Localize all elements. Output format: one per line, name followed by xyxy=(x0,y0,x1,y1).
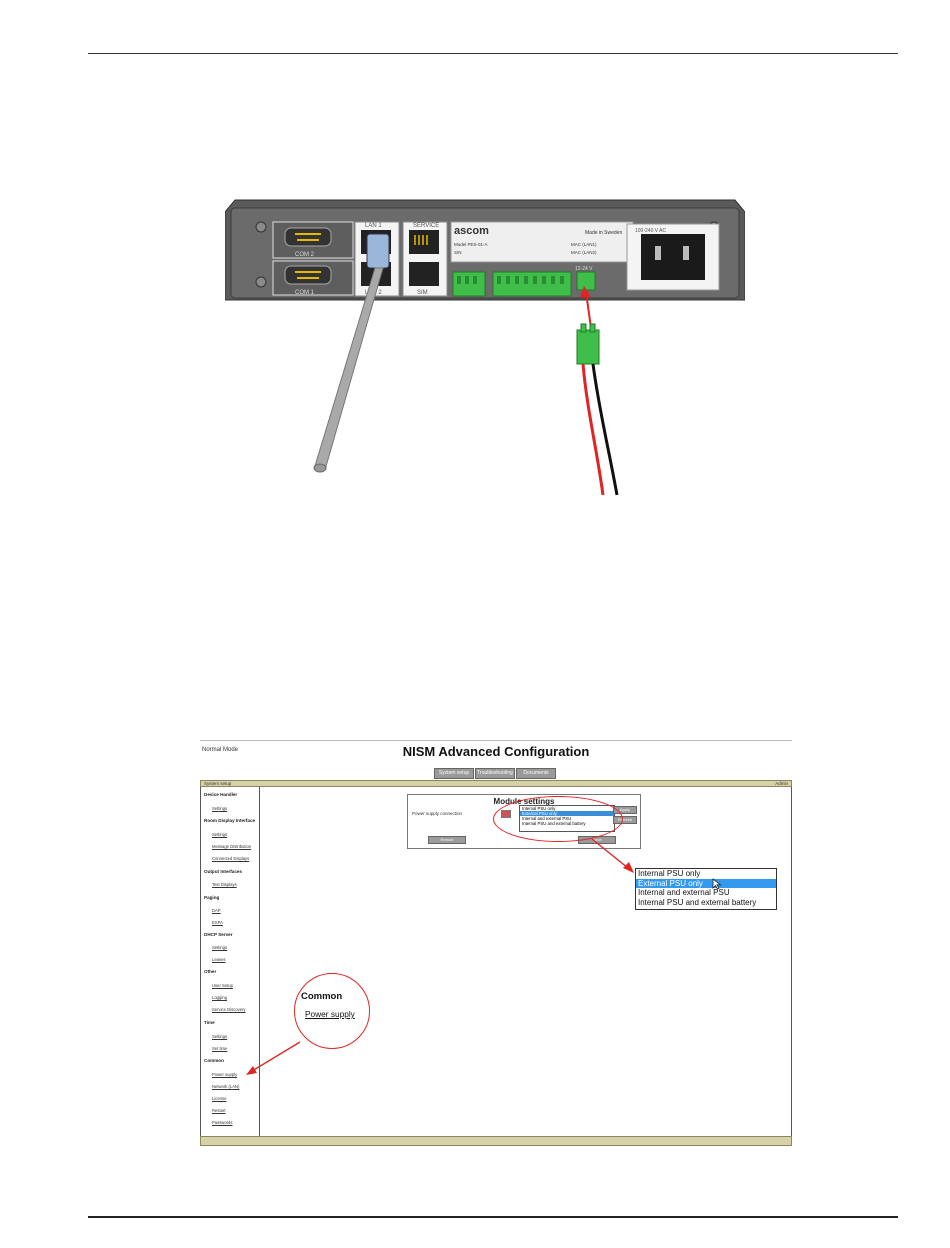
serial-line: S/N xyxy=(454,250,462,255)
power-supply-dropdown-zoom[interactable]: Internal PSU only External PSU only Inte… xyxy=(635,868,777,910)
port-label-lan1: LAN 1 xyxy=(365,223,382,229)
section-bar: System setup Admin xyxy=(200,780,792,787)
mouse-cursor-icon xyxy=(712,878,722,890)
port-label-service: SERVICE xyxy=(413,223,439,229)
sidebar-link-restart[interactable]: Restart xyxy=(212,1108,226,1113)
sidebar-link-service-discovery[interactable]: Service Discovery xyxy=(212,1007,246,1012)
sidebar-heading-other: Other xyxy=(204,969,217,974)
sidebar-link-leases[interactable]: Leases xyxy=(212,957,226,962)
model-line: Model PES-01-A xyxy=(454,242,488,247)
port-label-com2: COM 2 xyxy=(295,252,315,258)
sidebar-link-logging[interactable]: Logging xyxy=(212,995,227,1000)
documents-button[interactable]: Documents xyxy=(516,768,556,779)
sidebar-link-espa[interactable]: ESPA xyxy=(212,920,223,925)
port-label-com1: COM 1 xyxy=(295,290,315,296)
common-zoom-callout: Common Power supply xyxy=(294,973,370,1049)
footer-rule xyxy=(88,1216,898,1218)
system-setup-button[interactable]: System setup xyxy=(434,768,474,779)
reboot-button[interactable]: Reboot xyxy=(428,836,466,844)
sidebar-heading-output-interfaces: Output Interfaces xyxy=(204,869,243,874)
zoom-option-internal[interactable]: Internal PSU only xyxy=(638,869,701,878)
sidebar-link-dhcp-settings[interactable]: Settings xyxy=(212,945,228,950)
zoom-common-heading: Common xyxy=(301,991,343,1002)
sidebar-link-power-supply[interactable]: Power supply xyxy=(212,1072,238,1077)
screenshot-footer-bar xyxy=(200,1136,792,1146)
troubleshooting-button[interactable]: Troubleshooting xyxy=(475,768,515,779)
mac2-line: MAC (LAN2) xyxy=(571,250,597,255)
power-supply-connection-label: Power supply connection xyxy=(412,811,463,816)
sidebar-heading-common: Common xyxy=(204,1058,224,1063)
sidebar-heading-device-handler: Device Handler xyxy=(204,792,238,797)
ac-input-label: 100-240 V AC xyxy=(635,228,667,234)
sidebar-link-license[interactable]: License xyxy=(212,1096,227,1101)
header-rule xyxy=(88,53,898,54)
port-label-sim: SIM xyxy=(417,290,428,296)
sidebar-nav: Device Handler Settings Room Display Int… xyxy=(200,787,260,1136)
mac1-line: MAC (LAN1) xyxy=(571,242,597,247)
device-rear-panel-illustration: COM 2 COM 1 LAN 1 LAN 2 SERVICE SIM asco… xyxy=(225,199,745,496)
sidebar-link-dap[interactable]: DAP xyxy=(212,908,221,913)
main-content-area xyxy=(260,787,792,1136)
made-in-label: Made in Sweden xyxy=(585,230,622,236)
nism-config-screenshot: Normal Mode NISM Advanced Configuration … xyxy=(200,740,792,1147)
sidebar-heading-time: Time xyxy=(204,1020,215,1025)
options-highlight-ellipse xyxy=(493,796,623,842)
mode-label: Normal Mode xyxy=(202,747,239,753)
sidebar-link-message-distribution[interactable]: Message Distribution xyxy=(212,844,252,849)
sidebar-link-dh-settings[interactable]: Settings xyxy=(212,806,228,811)
sidebar-heading-paging: Paging xyxy=(204,895,220,900)
sidebar-link-time-settings[interactable]: Settings xyxy=(212,1034,228,1039)
section-bar-user: Admin xyxy=(775,781,788,786)
brand-logo-text: ascom xyxy=(454,225,489,237)
sidebar-link-set-time[interactable]: Set time xyxy=(212,1046,228,1051)
sidebar-link-connected-displays[interactable]: Connected Displays xyxy=(212,856,250,861)
sidebar-link-user-setup[interactable]: User Setup xyxy=(212,983,233,988)
sidebar-link-passwords[interactable]: Passwords xyxy=(212,1120,233,1125)
callout-arrows xyxy=(246,838,634,1075)
section-bar-label: System setup xyxy=(204,781,232,786)
sidebar-link-rd-settings[interactable]: Settings xyxy=(212,832,228,837)
dc-input-label: 12-24 V xyxy=(575,266,593,272)
zoom-option-internal-battery[interactable]: Internal PSU and external battery xyxy=(638,897,757,907)
zoom-power-supply-link[interactable]: Power supply xyxy=(305,1009,355,1019)
sidebar-link-test-displays[interactable]: Test Displays xyxy=(212,882,237,887)
sidebar-heading-dhcp: DHCP Server xyxy=(204,932,233,937)
zoom-option-internal-external[interactable]: Internal and external PSU xyxy=(638,888,730,897)
zoom-option-external[interactable]: External PSU only xyxy=(636,878,776,888)
sidebar-link-network-lan[interactable]: Network (LAN) xyxy=(212,1084,240,1089)
screenshot-title: NISM Advanced Configuration xyxy=(402,744,590,759)
sidebar-heading-room-display: Room Display Interface xyxy=(204,818,256,823)
